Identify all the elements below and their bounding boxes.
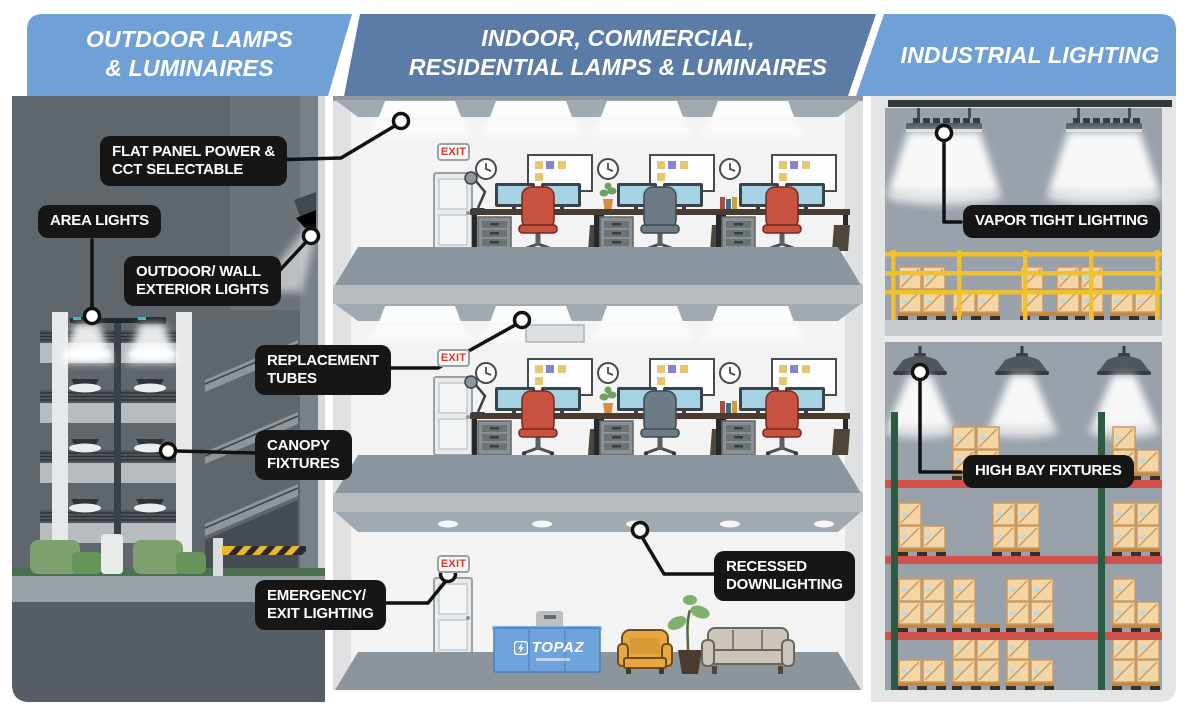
callout-canopy-fixtures-line1: CANOPY [267,437,330,454]
header-indoor-line1: INDOOR, COMMERCIAL, [481,25,755,51]
header-industrial-line1: INDUSTRIAL LIGHTING [900,42,1160,68]
callout-replacement-tubes-line2: TUBES [267,369,317,387]
barrier-gate [222,546,306,555]
callout-emergency-exit-line1: EMERGENCY/ [267,587,366,604]
header-outdoor-line1: OUTDOOR LAMPS [85,26,294,52]
topaz-tagline-strip [536,658,570,661]
replacement-tube-fixture [525,324,585,343]
callout-flat-panel-line2: CCT SELECTABLE [112,160,244,178]
office-door-floor2 [433,376,473,456]
callout-flat-panel: FLAT PANEL POWER & CCT SELECTABLE [100,136,288,187]
reception-desk [492,611,602,673]
mezzanine-railing [885,250,1162,320]
callout-canopy-fixtures-line2: FIXTURES [267,454,340,472]
topaz-logo: TOPAZ [504,639,594,656]
callout-flat-panel-line1: FLAT PANEL POWER & [112,143,276,160]
callout-recessed-downlighting-line1: RECESSED [726,558,807,575]
high-bay-lights [884,346,1160,438]
callout-replacement-tubes: REPLACEMENT TUBES [255,345,391,396]
office-door-floor1 [433,172,473,252]
exit-sign-floor2: EXIT [437,349,470,367]
topaz-logo-text: TOPAZ [531,639,585,656]
callout-emergency-exit-line2: EXIT LIGHTING [267,604,374,622]
callout-canopy-fixtures: CANOPY FIXTURES [255,430,352,481]
callout-vapor-tight-line1: VAPOR TIGHT LIGHTING [975,212,1149,229]
header-outdoor: OUTDOOR LAMPS & LUMINAIRES [27,25,352,83]
callout-high-bay-line1: HIGH BAY FIXTURES [975,462,1122,479]
exit-sign-floor1: EXIT [437,143,470,161]
lightning-bolt-icon [513,640,528,655]
callout-area-lights-line1: AREA LIGHTS [50,212,149,229]
connector-endpoints [82,111,954,584]
callout-outdoor-wall-line1: OUTDOOR/ WALL [136,263,261,280]
armchair [617,629,673,674]
callout-emergency-exit: EMERGENCY/ EXIT LIGHTING [255,580,386,631]
callout-connectors [90,122,963,605]
callout-outdoor-wall-line2: EXTERIOR LIGHTS [136,280,269,298]
header-band [27,14,1176,96]
callout-replacement-tubes-line1: REPLACEMENT [267,352,379,369]
area-light-pole [61,317,178,580]
sofa [701,627,795,674]
potted-plant [667,595,710,674]
callout-recessed-downlighting-line2: DOWNLIGHTING [726,575,843,593]
header-industrial: INDUSTRIAL LIGHTING [884,41,1176,70]
header-indoor: INDOOR, COMMERCIAL, RESIDENTIAL LAMPS & … [360,24,876,82]
callout-outdoor-wall: OUTDOOR/ WALL EXTERIOR LIGHTS [124,256,281,307]
exit-sign-lobby: EXIT [437,555,470,573]
warehouse-scene [871,96,1176,702]
callout-high-bay: HIGH BAY FIXTURES [963,455,1134,488]
callout-recessed-downlighting: RECESSED DOWNLIGHTING [714,551,855,602]
callout-area-lights: AREA LIGHTS [38,205,161,238]
header-outdoor-line2: & LUMINAIRES [105,54,274,81]
callout-vapor-tight: VAPOR TIGHT LIGHTING [963,205,1161,238]
header-indoor-line2: RESIDENTIAL LAMPS & LUMINAIRES [408,53,828,80]
